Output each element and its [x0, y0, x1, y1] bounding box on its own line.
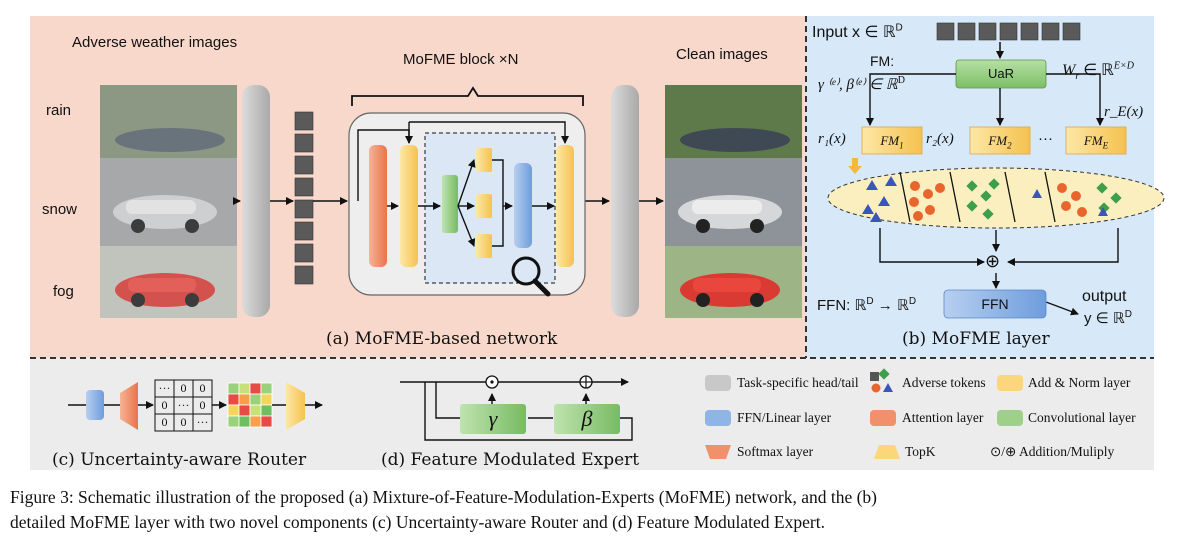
expert-label-2: FM2 [988, 133, 1012, 151]
ffn-mapping-label: FFN: ℝD → ℝD [817, 296, 917, 314]
block-brace [351, 86, 584, 106]
matrix-cell: 0 [180, 381, 187, 395]
matrix-cell: 0 [161, 398, 168, 412]
fm-params: γ ⁽ᵉ⁾, β⁽ᵉ⁾ ∈ ℝD [818, 75, 905, 93]
clean-images-title: Clean images [676, 46, 768, 63]
input-tokens-row [936, 22, 1081, 41]
wr-label: Wr ∈ ℝE×D [1062, 60, 1134, 83]
task-specific-head [242, 85, 270, 317]
matrix-cell: 0 [180, 415, 187, 429]
mofme-block-title: MoFME block ×N [403, 51, 519, 68]
router-linear-layer [86, 390, 104, 420]
expert-label-e: FME [1083, 133, 1109, 151]
task-specific-tail [611, 85, 639, 317]
legend-adverse-tokens: Adverse tokens [902, 375, 986, 390]
gate-label-e: r_E(x) [1104, 104, 1144, 120]
legend-add-norm: Add & Norm layer [1028, 375, 1131, 390]
fm-expert-2 [476, 194, 492, 218]
legend-topk: TopK [905, 444, 936, 459]
legend-ffn-linear: FFN/Linear layer [737, 410, 832, 425]
ffn-box [943, 289, 1047, 319]
fm-expert-1 [476, 148, 492, 172]
add-norm-layer-1 [400, 145, 418, 267]
row-label-rain: rain [46, 102, 72, 119]
expert-label-1: FM1 [880, 133, 904, 151]
fm-title: FM: [870, 53, 895, 69]
token-cluster-2 [909, 181, 945, 221]
clean-images-stack [665, 85, 802, 318]
ffn-layer [514, 163, 532, 248]
attention-layer [369, 145, 387, 267]
adverse-tokens-column [294, 111, 314, 285]
matrix-cell: ··· [196, 415, 209, 429]
ffn-box-label: FFN [981, 296, 1009, 312]
expert-boxes [861, 126, 1127, 155]
row-label-snow: snow [42, 201, 78, 218]
token-cluster-1 [862, 176, 897, 222]
legend-head-tail: Task-specific head/tail [737, 375, 859, 390]
legend-add-multiply: ⊙/⊕ Addition/Muliply [990, 444, 1115, 459]
token-cluster-5 [1096, 182, 1122, 214]
caption-d: (d) Feature Modulated Expert [381, 450, 640, 470]
gamma-label: γ [488, 406, 498, 431]
input-label: Input x ∈ ℝD [812, 22, 903, 41]
gamma-box [460, 404, 526, 434]
matrix-cell: 0 [199, 381, 206, 395]
figure-caption-line-2: detailed MoFME layer with two novel comp… [10, 512, 825, 532]
caption-a: (a) MoFME-based network [326, 329, 558, 349]
row-label-fog: fog [53, 283, 74, 300]
legend-softmax: Softmax layer [737, 444, 814, 459]
router-softmax-layer [120, 382, 138, 430]
token-cluster-4 [1057, 183, 1087, 217]
adverse-images-title: Adverse weather images [72, 34, 238, 51]
router-topk-layer [286, 382, 305, 430]
caption-c: (c) Uncertainty-aware Router [52, 450, 307, 470]
uncertainty-heatmap [227, 382, 273, 428]
routing-arrow-icon [848, 158, 862, 174]
magnifier-icon [511, 256, 551, 297]
token-cluster-3 [966, 178, 1000, 220]
legend-attention: Attention layer [902, 410, 984, 425]
matrix-cell: 0 [199, 398, 206, 412]
uar-label: UaR [987, 66, 1014, 81]
gate-label-1: r₁(x) [818, 131, 846, 147]
legend-convolutional: Convolutional layer [1028, 410, 1136, 425]
figure-caption-line-1: Figure 3: Schematic illustration of the … [10, 487, 878, 507]
matrix-cell: 0 [161, 415, 168, 429]
output-y: y ∈ ℝD [1084, 309, 1133, 327]
gate-label-2: r₂(x) [926, 131, 954, 147]
experts-ellipsis: ··· [1038, 130, 1053, 147]
legend-shapes [705, 368, 1023, 459]
caption-b: (b) MoFME layer [902, 329, 1050, 349]
matrix-cell: ··· [158, 381, 171, 395]
adverse-images-stack [100, 85, 237, 318]
output-label: output [1082, 288, 1127, 305]
add-norm-layer-2 [556, 145, 574, 267]
beta-label: β [581, 406, 593, 431]
fm-expert-3 [476, 234, 492, 258]
matrix-cell: ··· [177, 398, 190, 412]
conv-layer [442, 175, 458, 233]
sum-node: ⊕ [985, 251, 1001, 271]
beta-box [554, 404, 620, 434]
